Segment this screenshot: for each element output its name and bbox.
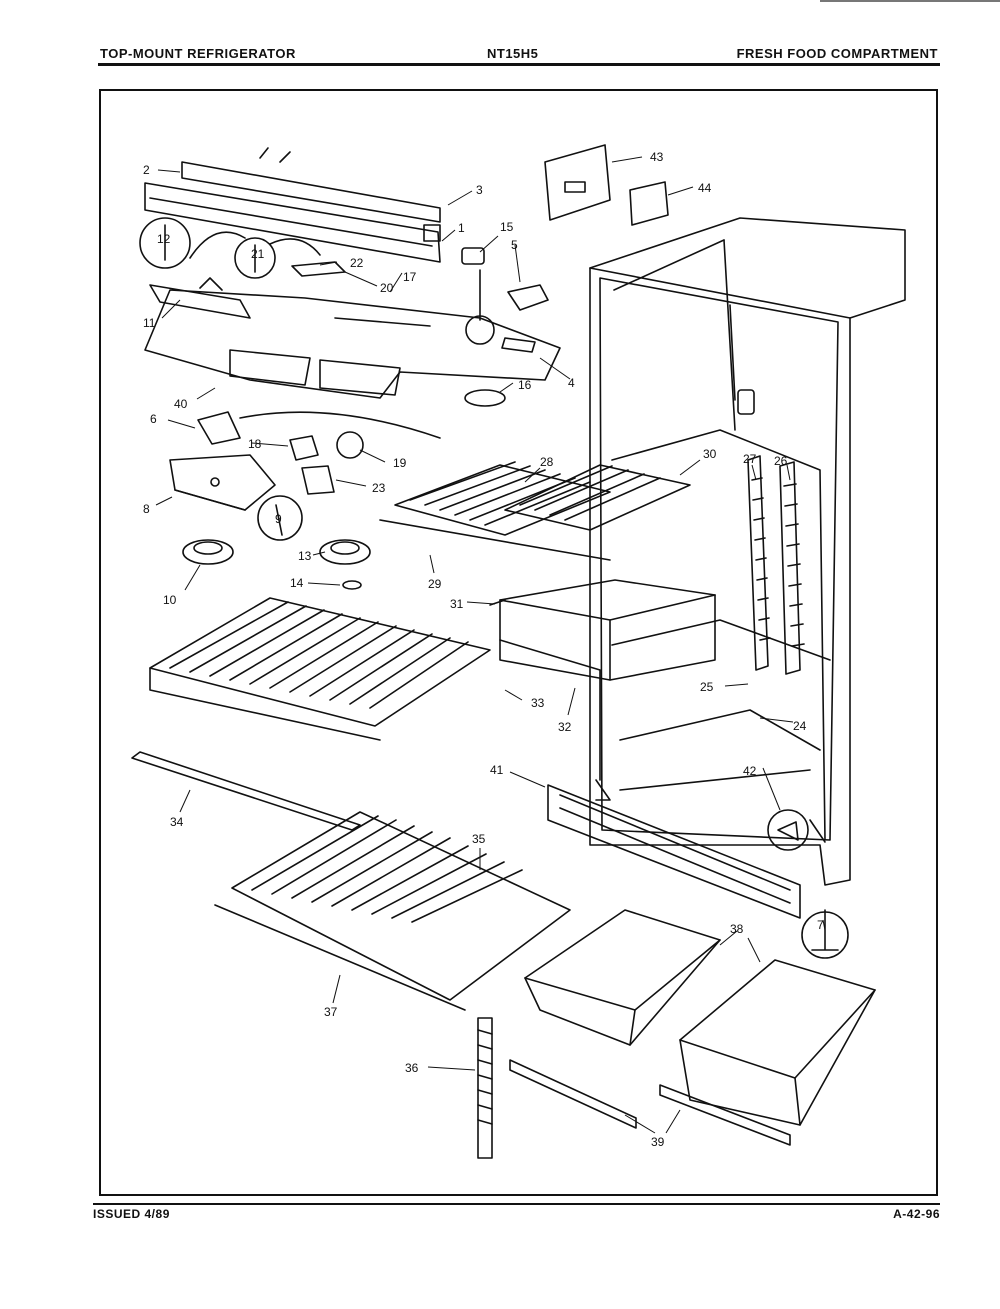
light-bulb (336, 431, 364, 459)
shelf-ladder-right (779, 461, 805, 675)
screw-callout-ring-21 (234, 237, 276, 279)
header-model-number: NT15H5 (487, 46, 539, 61)
callout-1: 1 (458, 221, 465, 235)
light-socket (289, 435, 319, 461)
washer (342, 580, 362, 590)
corner-rule (820, 0, 1000, 2)
callout-16: 16 (518, 378, 532, 392)
callout-28: 28 (540, 455, 554, 469)
wire-shelf-main (149, 597, 491, 741)
callout-26: 26 (774, 454, 788, 468)
damper-cover (507, 284, 549, 311)
crisper-rail-left (509, 1059, 637, 1129)
header-section-title: FRESH FOOD COMPARTMENT (736, 46, 938, 61)
callout-19: 19 (393, 456, 407, 470)
bottom-grille (547, 784, 801, 919)
callout-44: 44 (698, 181, 712, 195)
callout-21: 21 (251, 247, 265, 261)
air-diffuser (464, 389, 506, 407)
adjustment-screw (477, 1017, 493, 1159)
callout-10: 10 (163, 593, 177, 607)
refrigerator-cabinet (589, 217, 906, 886)
callout-34: 34 (170, 815, 184, 829)
callout-29: 29 (428, 577, 442, 591)
roller-ring (767, 809, 809, 851)
crisper-rail-right (659, 1084, 791, 1146)
leader-lines (155, 156, 826, 1134)
callout-15: 15 (500, 220, 514, 234)
footer-document-code: A-42-96 (893, 1207, 940, 1221)
callout-3: 3 (476, 183, 483, 197)
callout-43: 43 (650, 150, 664, 164)
callout-38: 38 (730, 922, 744, 936)
keeper-cover-rail (499, 639, 601, 781)
wire-lead-right (269, 238, 321, 256)
thermostat (197, 411, 441, 445)
callout-32: 32 (558, 720, 572, 734)
footer-rule (93, 1203, 940, 1205)
transformer (301, 465, 335, 495)
callout-35: 35 (472, 832, 486, 846)
crisper-drawer-right (679, 959, 876, 1126)
top-trim-channel (144, 182, 441, 263)
callout-36: 36 (405, 1061, 419, 1075)
callout-37: 37 (324, 1005, 338, 1019)
crisper-cover-glass (231, 811, 571, 1001)
callout-2: 2 (143, 163, 150, 177)
callout-5: 5 (511, 238, 518, 252)
shelf-front-trim (131, 751, 361, 831)
diagram-frame (99, 89, 938, 1196)
callout-31: 31 (450, 597, 464, 611)
switch-assembly (629, 181, 669, 226)
callout-6: 6 (150, 412, 157, 426)
callout-42: 42 (743, 764, 757, 778)
meat-keeper-drawer (489, 579, 716, 681)
switch-plate (291, 261, 346, 277)
crisper-cover-frame (214, 904, 466, 1011)
light-switch-bracket (149, 277, 251, 319)
callout-22: 22 (350, 256, 364, 270)
control-housing (144, 269, 561, 399)
control-knob (461, 247, 485, 265)
mounting-bracket (544, 144, 611, 221)
shelf-upper-right (504, 464, 691, 531)
callout-25: 25 (700, 680, 714, 694)
callout-14: 14 (290, 576, 304, 590)
control-box (169, 454, 276, 511)
callout-17: 17 (403, 270, 417, 284)
shelf-ladder-left (747, 455, 771, 671)
callout-4: 4 (568, 376, 575, 390)
callout-labels: 2 3 1 4 5 6 7 8 9 10 11 12 13 14 15 16 1… (143, 150, 824, 1149)
callout-9: 9 (275, 512, 282, 526)
callout-18: 18 (248, 437, 262, 451)
leveling-leg-ring (801, 909, 849, 959)
callout-8: 8 (143, 502, 150, 516)
callout-11: 11 (143, 316, 156, 330)
callout-23: 23 (372, 481, 386, 495)
crisper-drawer-left (524, 909, 721, 1046)
callout-30: 30 (703, 447, 717, 461)
shelf-upper-left (379, 461, 611, 561)
diffuser-knob-left (182, 539, 234, 565)
mounting-screw-ring-9 (257, 495, 303, 541)
screw-callout-ring-12 (139, 217, 191, 269)
callout-41: 41 (490, 763, 504, 777)
callout-12: 12 (157, 232, 171, 246)
header-product-type: TOP-MOUNT REFRIGERATOR (100, 46, 296, 61)
callout-20: 20 (380, 281, 394, 295)
callout-39: 39 (651, 1135, 665, 1149)
footer-issue-date: ISSUED 4/89 (93, 1207, 170, 1221)
callout-27: 27 (743, 452, 757, 466)
callout-40: 40 (174, 397, 188, 411)
callout-24: 24 (793, 719, 807, 733)
wire-lead-left (189, 231, 246, 259)
callout-13: 13 (298, 549, 312, 563)
top-trim-strip (181, 147, 441, 223)
diffuser-knob-right (319, 539, 371, 565)
callout-7: 7 (817, 918, 824, 932)
header-rule (98, 63, 940, 66)
callout-33: 33 (531, 696, 545, 710)
